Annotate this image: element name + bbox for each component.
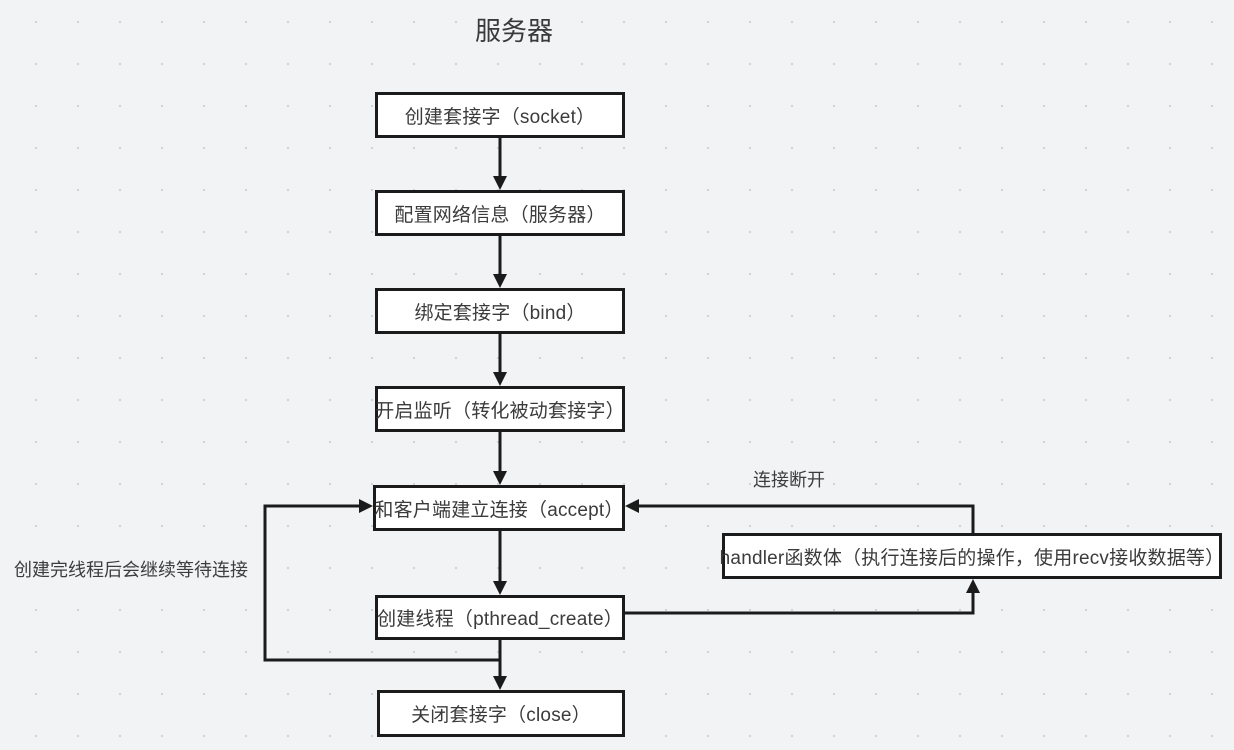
- arrowhead-config: [493, 176, 507, 190]
- node-listen[interactable]: 开启监听（转化被动套接字）: [375, 386, 625, 432]
- node-accept-label: 和客户端建立连接（accept）: [374, 499, 624, 521]
- edge-thread-to-handler: [625, 588, 975, 615]
- arrowhead-handler: [966, 579, 980, 593]
- node-socket-label: 创建套接字（socket）: [404, 106, 596, 128]
- node-close-label: 关闭套接字（close）: [411, 705, 591, 726]
- arrowhead-accept-right: [625, 499, 639, 513]
- edge-label-disconnect: 连接断开: [753, 470, 825, 490]
- node-handler-label: handler函数体（执行连接后的操作，使用recv接收数据等）: [719, 547, 1225, 569]
- arrowhead-listen: [493, 372, 507, 386]
- arrowhead-accept-left: [359, 499, 373, 513]
- node-listen-label: 开启监听（转化被动套接字）: [375, 400, 625, 422]
- node-pthread-create-label: 创建线程（pthread_create）: [377, 609, 623, 630]
- arrowhead-bind: [493, 274, 507, 288]
- node-handler[interactable]: handler函数体（执行连接后的操作，使用recv接收数据等）: [719, 533, 1225, 579]
- node-accept[interactable]: 和客户端建立连接（accept）: [373, 485, 625, 531]
- node-bind[interactable]: 绑定套接字（bind）: [375, 288, 625, 334]
- arrowhead-close: [493, 676, 507, 690]
- edge-handler-to-accept: [634, 504, 975, 533]
- node-bind-label: 绑定套接字（bind）: [414, 302, 586, 324]
- arrowhead-thread: [493, 581, 507, 595]
- node-close[interactable]: 关闭套接字（close）: [377, 690, 625, 737]
- node-socket[interactable]: 创建套接字（socket）: [375, 92, 625, 138]
- arrowhead-accept: [493, 471, 507, 485]
- node-config-label: 配置网络信息（服务器）: [394, 204, 606, 226]
- node-pthread-create[interactable]: 创建线程（pthread_create）: [375, 595, 625, 640]
- node-config[interactable]: 配置网络信息（服务器）: [375, 190, 625, 236]
- edge-label-keep-waiting: 创建完线程后会继续等待连接: [14, 560, 248, 580]
- diagram-title: 服务器: [475, 16, 554, 46]
